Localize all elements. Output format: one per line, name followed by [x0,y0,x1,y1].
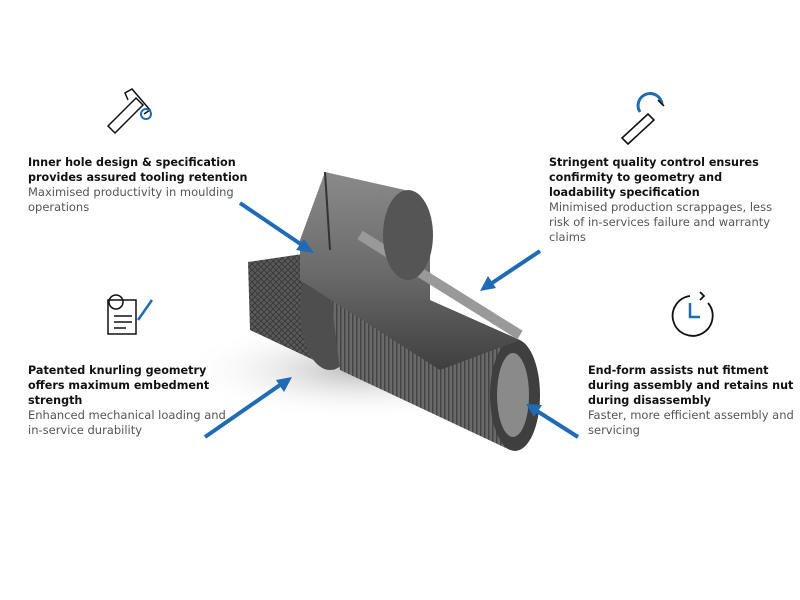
arrow-inner-hole [238,201,304,247]
feature-subtext: Minimised production scrappages, less ri… [549,200,773,244]
caliper-icon [106,88,152,135]
document-settings-icon [107,294,154,335]
feature-heading: Inner hole design & specification provid… [28,156,248,184]
feature-end-form: End-form assists nut fitment during asse… [588,363,796,438]
feature-subtext: Enhanced mechanical loading and in-servi… [28,408,226,437]
feature-heading: End-form assists nut fitment during asse… [588,364,794,407]
feature-heading: Stringent quality control ensures confir… [549,156,759,199]
feature-heading: Patented knurling geometry offers maximu… [28,364,210,407]
feature-knurling: Patented knurling geometry offers maximu… [28,363,243,438]
feature-subtext: Maximised productivity in moulding opera… [28,185,234,214]
feature-inner-hole: Inner hole design & specification provid… [28,155,258,215]
feature-subtext: Faster, more efficient assembly and serv… [588,408,794,437]
clock-icon [671,291,714,337]
feature-quality-control: Stringent quality control ensures confir… [549,155,774,245]
micrometer-icon [620,92,665,146]
